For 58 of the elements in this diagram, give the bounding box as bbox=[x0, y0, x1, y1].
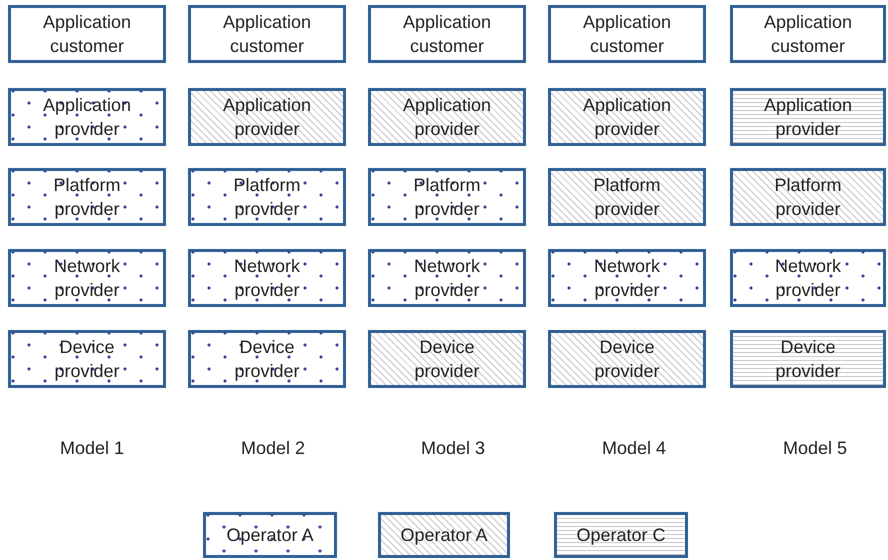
node-label: Application provider bbox=[222, 94, 312, 141]
provider-box bbox=[188, 88, 346, 146]
node-label: Application provider bbox=[402, 94, 492, 141]
model-label: Model 4 bbox=[600, 438, 668, 459]
node-label: Platform provider bbox=[412, 174, 482, 221]
model-label: Model 5 bbox=[782, 438, 848, 459]
provider-box bbox=[8, 88, 166, 146]
node-label: Platform provider bbox=[592, 174, 662, 221]
provider-box bbox=[8, 330, 166, 388]
provider-box bbox=[730, 5, 886, 63]
legend-label: Operator A bbox=[226, 524, 314, 547]
model-label: Model 3 bbox=[420, 438, 486, 459]
node-label: Device provider bbox=[53, 336, 121, 383]
node-label: Platform provider bbox=[232, 174, 302, 221]
provider-box bbox=[368, 168, 526, 226]
node-label: Application provider bbox=[582, 94, 672, 141]
legend-label: Operator C bbox=[576, 524, 666, 547]
node-label: Platform provider bbox=[773, 174, 843, 221]
provider-box bbox=[188, 168, 346, 226]
provider-box bbox=[368, 88, 526, 146]
provider-box bbox=[730, 330, 886, 388]
model-label: Model 1 bbox=[58, 438, 126, 459]
node-label: Device provider bbox=[233, 336, 301, 383]
provider-box bbox=[8, 168, 166, 226]
node-label: Application customer bbox=[762, 11, 854, 58]
node-label: Network provider bbox=[412, 255, 481, 302]
node-label: Network provider bbox=[774, 255, 842, 302]
provider-box bbox=[548, 5, 706, 63]
node-label: Network provider bbox=[232, 255, 301, 302]
node-label: Application customer bbox=[402, 11, 492, 58]
model-label: Model 2 bbox=[240, 438, 306, 459]
provider-box bbox=[548, 330, 706, 388]
provider-box bbox=[8, 249, 166, 307]
provider-box bbox=[368, 5, 526, 63]
node-label: Device provider bbox=[593, 336, 661, 383]
provider-box bbox=[730, 168, 886, 226]
node-label: Network provider bbox=[52, 255, 121, 302]
node-label: Application customer bbox=[222, 11, 312, 58]
node-label: Application customer bbox=[582, 11, 672, 58]
node-label: Device provider bbox=[413, 336, 481, 383]
legend-label: Operator A bbox=[400, 524, 488, 547]
provider-box bbox=[548, 168, 706, 226]
provider-box bbox=[368, 330, 526, 388]
provider-box bbox=[188, 330, 346, 388]
provider-box bbox=[730, 249, 886, 307]
provider-box bbox=[730, 88, 886, 146]
provider-box bbox=[368, 249, 526, 307]
node-label: Network provider bbox=[592, 255, 661, 302]
provider-box bbox=[188, 249, 346, 307]
node-label: Application customer bbox=[42, 11, 132, 58]
node-label: Application provider bbox=[42, 94, 132, 141]
node-label: Application provider bbox=[762, 94, 854, 141]
provider-box bbox=[548, 88, 706, 146]
provider-box bbox=[188, 5, 346, 63]
provider-box bbox=[548, 249, 706, 307]
node-label: Device provider bbox=[774, 336, 842, 383]
provider-box bbox=[8, 5, 166, 63]
node-label: Platform provider bbox=[52, 174, 122, 221]
